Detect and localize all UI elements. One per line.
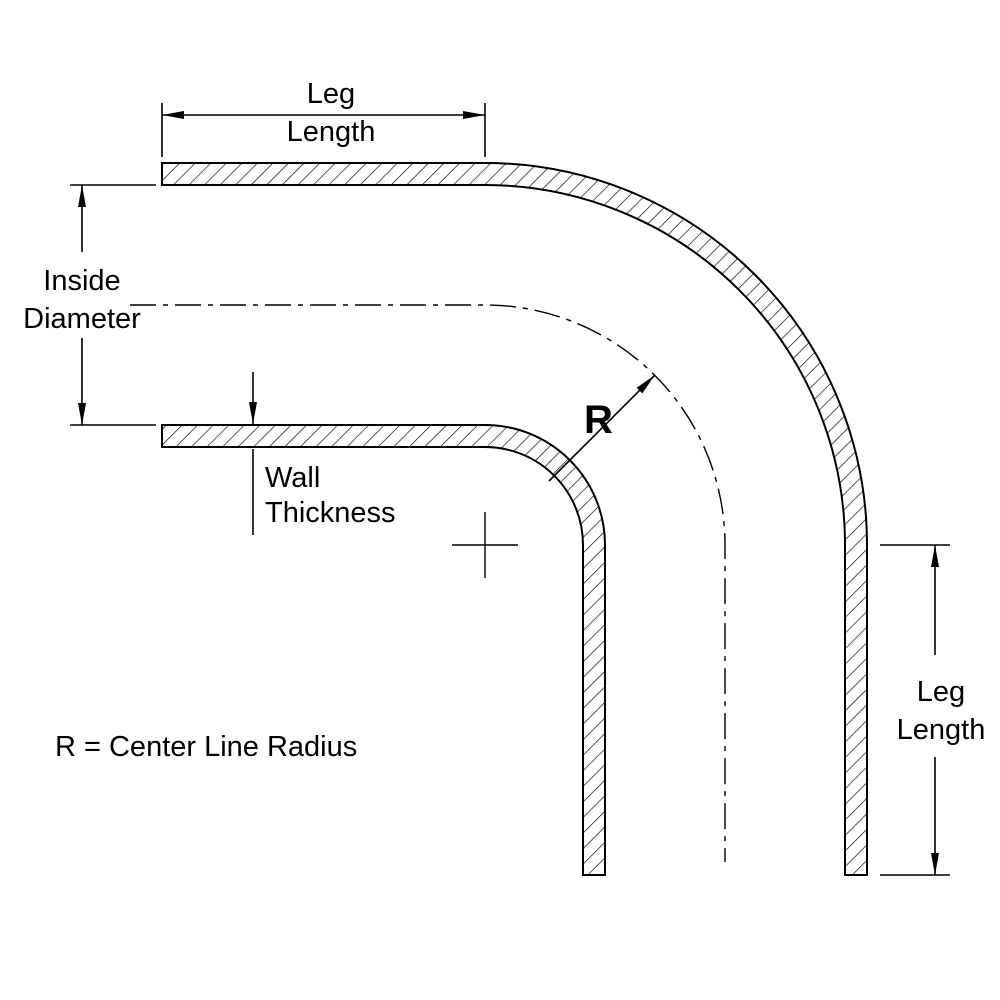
leg-length-top-label-line1: Leg	[307, 78, 355, 110]
centerline	[130, 304, 726, 862]
inside-diameter-dimension: Inside Diameter	[23, 184, 156, 426]
leg-length-top-dimension: Leg Length	[161, 78, 486, 157]
outer-wall-section	[161, 162, 868, 876]
wall-thickness-callout: Wall Thickness	[249, 372, 396, 535]
wall-thickness-label-line2: Thickness	[265, 497, 396, 529]
leg-length-right-label-line1: Leg	[917, 676, 965, 708]
leg-length-right-label-line2: Length	[897, 714, 986, 746]
inner-wall-section	[161, 424, 606, 876]
leg-length-right-dimension: Leg Length	[880, 544, 986, 876]
radius-callout: R	[548, 374, 656, 482]
inside-diameter-label-line2: Diameter	[23, 303, 141, 335]
leg-length-top-label-line2: Length	[287, 116, 376, 148]
inside-diameter-label-line1: Inside	[43, 265, 120, 297]
legend-text: R = Center Line Radius	[55, 731, 357, 763]
radius-symbol-label: R	[584, 398, 613, 442]
radius-leader-line	[548, 374, 656, 482]
center-cross	[452, 512, 518, 578]
wall-thickness-label-line1: Wall	[265, 462, 320, 494]
